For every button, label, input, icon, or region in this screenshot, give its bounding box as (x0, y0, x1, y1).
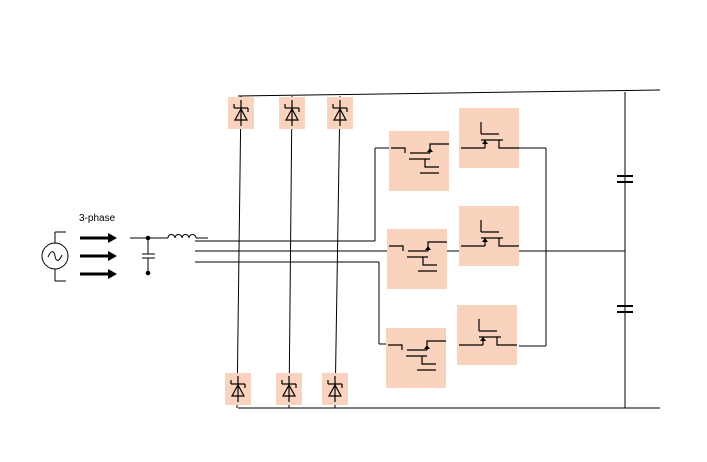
top-diode-3 (327, 97, 353, 129)
inductor-icon (167, 234, 208, 239)
left-mosfet-1 (389, 131, 449, 191)
bottom-diode-1 (225, 373, 251, 405)
phase-arrow-a (80, 233, 117, 243)
left-mosfet-3 (386, 328, 446, 388)
rectifier-legs (236, 95, 341, 409)
right-mosfet-1 (459, 108, 519, 168)
left-mosfet-2 (387, 229, 447, 289)
ac-source-icon (41, 231, 69, 282)
bottom-diode-2 (276, 373, 302, 405)
dc-bus (237, 89, 661, 409)
phase-arrow-b (80, 251, 117, 261)
bottom-diode-3 (322, 373, 348, 405)
top-diode-2 (279, 97, 305, 129)
right-mosfet-2 (459, 206, 519, 266)
dc-capacitor-top (617, 175, 633, 183)
top-diode-1 (228, 97, 254, 129)
phase-arrows (80, 233, 117, 279)
output-leg (519, 147, 547, 347)
capacitor-icon (130, 235, 168, 276)
right-mosfet-3 (457, 305, 517, 365)
dc-capacitor-bottom (617, 305, 633, 313)
phase-arrow-c (80, 269, 117, 279)
three-phase-label: 3-phase (79, 213, 116, 224)
